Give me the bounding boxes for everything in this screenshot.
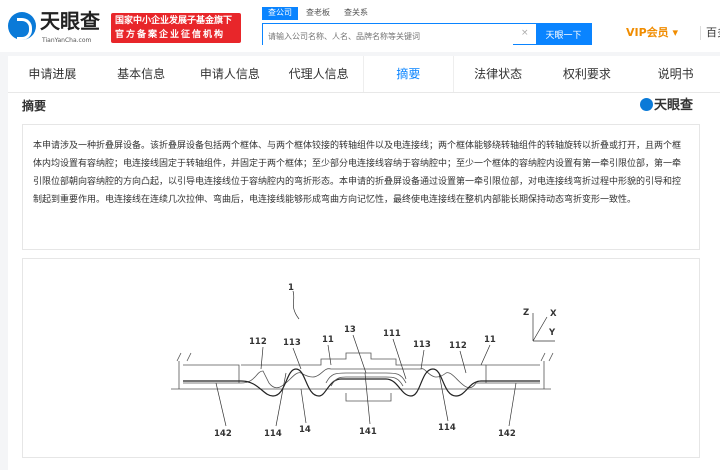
badge-line-2: 官方备案企业征信机构 xyxy=(115,30,226,40)
tianyancha-logo-icon xyxy=(640,98,653,111)
watermark-logo: 天眼查 xyxy=(640,98,693,114)
tab-progress[interactable]: 申请进展 xyxy=(28,67,77,81)
tab-basic-info[interactable]: 基本信息 xyxy=(117,67,166,81)
brand-domain: TianYanCha.com xyxy=(42,37,92,44)
axis-label-z: Z xyxy=(523,308,529,318)
search-tab-boss[interactable]: 查老板 xyxy=(306,8,330,17)
watermark-text: 天眼查 xyxy=(654,98,694,113)
tab-applicant[interactable]: 申请人信息 xyxy=(199,67,260,81)
ref-label-112-right: 112 xyxy=(449,341,467,351)
clear-icon[interactable]: × xyxy=(521,28,529,38)
tab-abstract[interactable]: 摘要 xyxy=(363,56,454,92)
patent-figure: 1 112 113 11 13 111 113 112 11 142 114 1… xyxy=(22,258,700,458)
vip-member-menu[interactable]: VIP会员 ▾ xyxy=(626,26,679,39)
ref-label-1: 1 xyxy=(288,283,294,293)
ref-label-14: 14 xyxy=(299,425,311,435)
search-tab-company[interactable]: 查公司 xyxy=(262,7,298,20)
axis-label-y: Y xyxy=(548,328,556,338)
ref-label-112: 112 xyxy=(249,337,267,347)
ref-label-113-right: 113 xyxy=(413,340,431,350)
ref-label-114-right: 114 xyxy=(438,423,456,433)
search-button[interactable]: 天眼一下 xyxy=(536,24,591,44)
header: 天眼查 TianYanCha.com 国家中小企业发展子基金旗下 官方备案企业征… xyxy=(0,0,720,52)
promo-badge: 国家中小企业发展子基金旗下 官方备案企业征信机构 xyxy=(111,13,241,43)
section-title: 摘要 xyxy=(22,99,47,113)
abstract-text: 本申请涉及一种折叠屏设备。该折叠屏设备包括两个框体、与两个框体铰接的转轴组件以及… xyxy=(22,124,700,250)
search-tabs: 查公司 查老板 查关系 xyxy=(262,7,376,20)
patent-drawing: 1 112 113 11 13 111 113 112 11 142 114 1… xyxy=(171,283,557,439)
badge-line-1: 国家中小企业发展子基金旗下 xyxy=(115,16,233,26)
tab-claims[interactable]: 权利要求 xyxy=(562,67,611,81)
search-box: × 天眼一下 xyxy=(262,23,592,47)
axis-label-x: X xyxy=(550,309,557,319)
search-tab-relation[interactable]: 查关系 xyxy=(344,8,368,17)
ref-label-141: 141 xyxy=(359,427,377,437)
ref-label-11: 11 xyxy=(322,335,334,345)
ref-label-111: 111 xyxy=(383,329,401,339)
tab-legal-status[interactable]: 法律状态 xyxy=(474,67,523,81)
divider xyxy=(700,26,701,40)
search-input[interactable] xyxy=(263,26,513,47)
ref-label-11-right: 11 xyxy=(484,335,496,345)
ref-label-142-right: 142 xyxy=(498,429,516,439)
ref-label-142: 142 xyxy=(214,429,232,439)
nav-more[interactable]: 百多 xyxy=(706,26,720,39)
ref-label-113: 113 xyxy=(283,338,301,348)
ref-label-13: 13 xyxy=(344,325,356,335)
detail-tabs: 申请进展 基本信息 申请人信息 代理人信息 摘要 法律状态 权利要求 说明书 xyxy=(8,56,720,92)
tab-description[interactable]: 说明书 xyxy=(657,67,694,81)
tianyancha-logo-icon[interactable] xyxy=(8,12,36,40)
brand-name[interactable]: 天眼查 xyxy=(40,9,100,33)
ref-label-114: 114 xyxy=(264,429,282,439)
tab-agent[interactable]: 代理人信息 xyxy=(288,67,349,81)
